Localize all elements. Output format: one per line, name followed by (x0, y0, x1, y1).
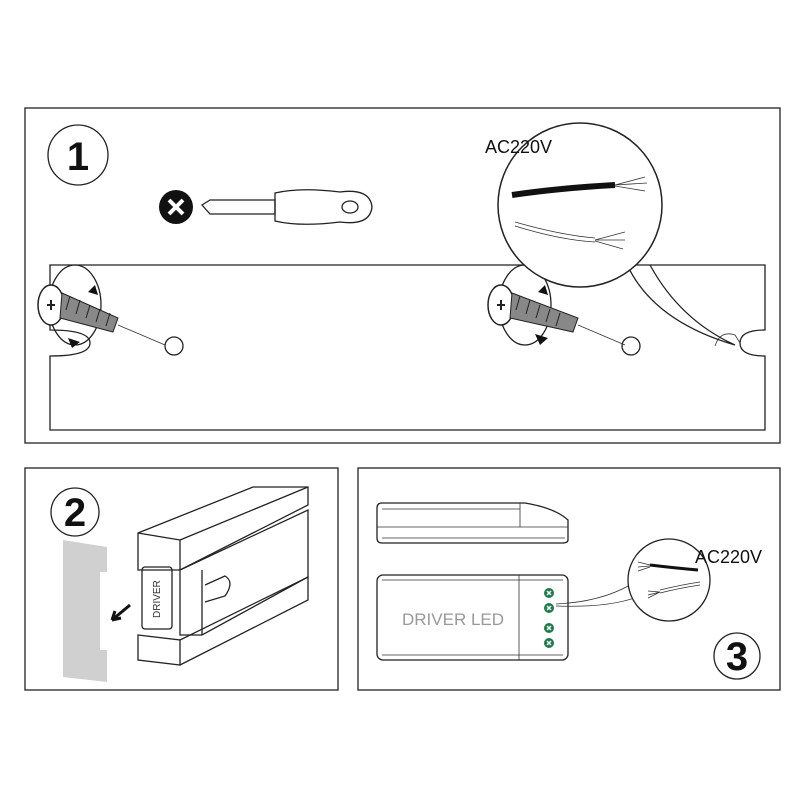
end-cover (63, 540, 107, 682)
step-1-panel: 1 (24, 107, 781, 444)
no-screwdriver-icon (159, 189, 373, 225)
arrow-icon (110, 603, 131, 622)
panel-border (357, 467, 781, 691)
driver-top-view: DRIVER LED (376, 574, 569, 661)
step-number-1: 1 (47, 124, 109, 186)
terminal-screw-icons (544, 588, 554, 648)
driver-side-view (376, 502, 569, 544)
panel-border (24, 107, 781, 444)
screw-icon (37, 264, 166, 348)
driver-label: DRIVER (152, 580, 163, 618)
screw-icon (487, 264, 626, 346)
driver-led-label: DRIVER LED (402, 610, 504, 629)
step-2-label: 2 (64, 491, 86, 535)
lamp-base (49, 264, 766, 431)
voltage-label: AC220V (695, 547, 762, 567)
step-3-panel: DRIVER LED AC220V 3 (357, 467, 781, 691)
step-2-panel: 2 DRIVER (24, 467, 339, 691)
panel-border (24, 467, 339, 691)
step-number-3: 3 (713, 632, 761, 680)
step-3-label: 3 (726, 635, 748, 679)
lamp-housing: DRIVER (137, 486, 309, 666)
step-number-2: 2 (50, 487, 100, 537)
wire-detail-magnifier (555, 538, 711, 622)
wire-detail-magnifier (497, 122, 736, 346)
step-1-label: 1 (67, 135, 89, 179)
mounting-hole (621, 336, 641, 356)
voltage-label: AC220V (485, 137, 552, 157)
mounting-hole (164, 336, 184, 356)
